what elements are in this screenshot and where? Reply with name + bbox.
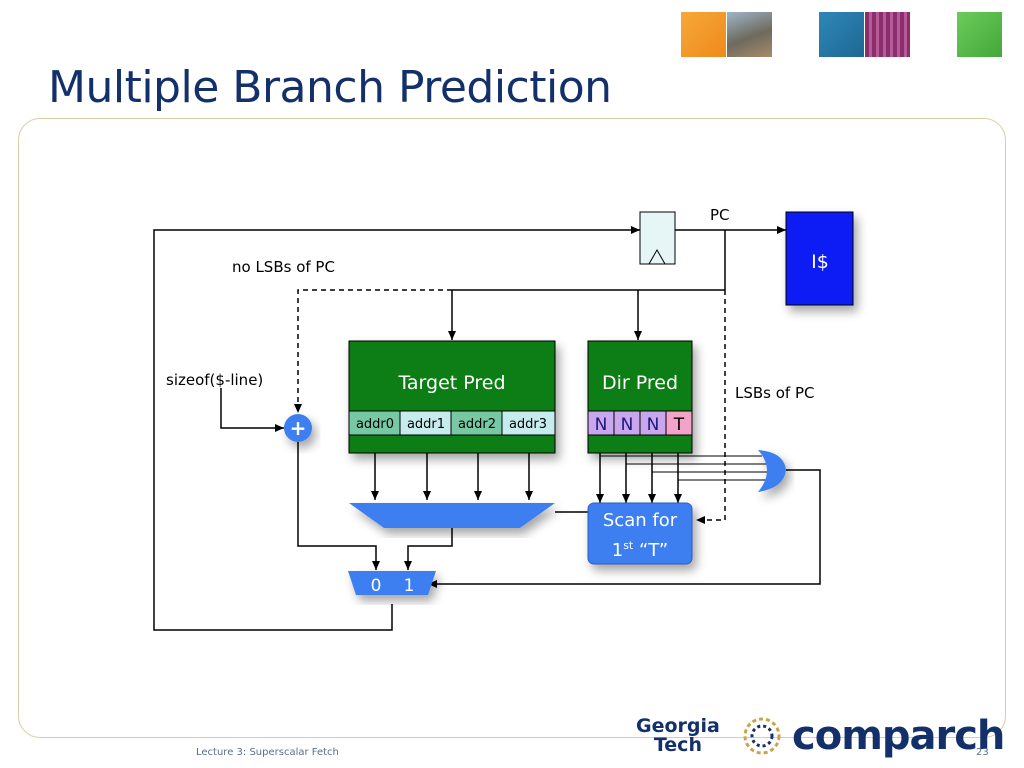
mux-input-1-label: 1 [404, 576, 415, 596]
decor-photo-square [727, 12, 772, 57]
lsbs-label: LSBs of PC [735, 384, 815, 402]
target-pred-label: Target Pred [397, 372, 505, 394]
comparch-logo: comparch [792, 713, 1005, 759]
selector-to-mux-wire [404, 528, 453, 570]
or-gate [758, 450, 786, 492]
addr-cell-1: addr1 [407, 417, 445, 432]
dir-cells [587, 410, 693, 436]
decor-chip-square [865, 12, 910, 57]
footer-lecture: Lecture 3: Superscalar Fetch [196, 747, 339, 758]
or-to-mux-select-wire [428, 469, 821, 588]
dir-pred-box [587, 340, 693, 454]
scan-box [587, 502, 693, 565]
content-frame [18, 118, 1006, 738]
adder-circle [284, 414, 312, 442]
decor-orange-square [681, 12, 726, 57]
no-lsbs-label: no LSBs of PC [232, 258, 335, 276]
scan-label-line2: 1st “T” [612, 539, 668, 561]
dir-cell-1: N [621, 415, 634, 435]
addr-cell-3: addr3 [509, 417, 547, 432]
pc-label: PC [710, 206, 730, 224]
scan-label-line1: Scan for [603, 510, 678, 531]
target-pred-box [348, 340, 556, 454]
mux-input-0-label: 0 [371, 576, 382, 596]
icache-box [785, 211, 854, 306]
decor-green-square [957, 12, 1002, 57]
final-mux [348, 571, 436, 595]
pc-feedback-wire [153, 226, 640, 631]
addr-cell-0: addr0 [356, 417, 394, 432]
target-selector-mux [349, 503, 555, 528]
dir-cell-2: N [647, 415, 660, 435]
slide-title: Multiple Branch Prediction [48, 62, 612, 113]
sizeof-label: sizeof($-line) [166, 371, 263, 389]
gt-logo-line1: Georgia [636, 715, 720, 737]
dir-cell-3: T [673, 415, 685, 435]
lsbs-dashed-wire [696, 290, 726, 524]
adder-plus: + [290, 416, 307, 440]
gt-emblem-icon [743, 717, 781, 755]
decor-teal-square [819, 12, 864, 57]
georgia-tech-logo: Georgia Tech [636, 717, 720, 755]
addr-cell-2: addr2 [458, 417, 496, 432]
pc-register [639, 211, 676, 265]
adder-to-mux-wire [297, 442, 380, 570]
page-number: 23 [976, 747, 989, 758]
icache-label: I$ [811, 251, 829, 273]
sizeof-to-adder-wire [220, 388, 284, 432]
gt-logo-line2: Tech [653, 734, 702, 756]
addr-cells [348, 410, 556, 436]
no-lsbs-dashed-wire [294, 289, 452, 413]
dir-cell-0: N [595, 415, 608, 435]
dir-pred-label: Dir Pred [602, 372, 678, 394]
